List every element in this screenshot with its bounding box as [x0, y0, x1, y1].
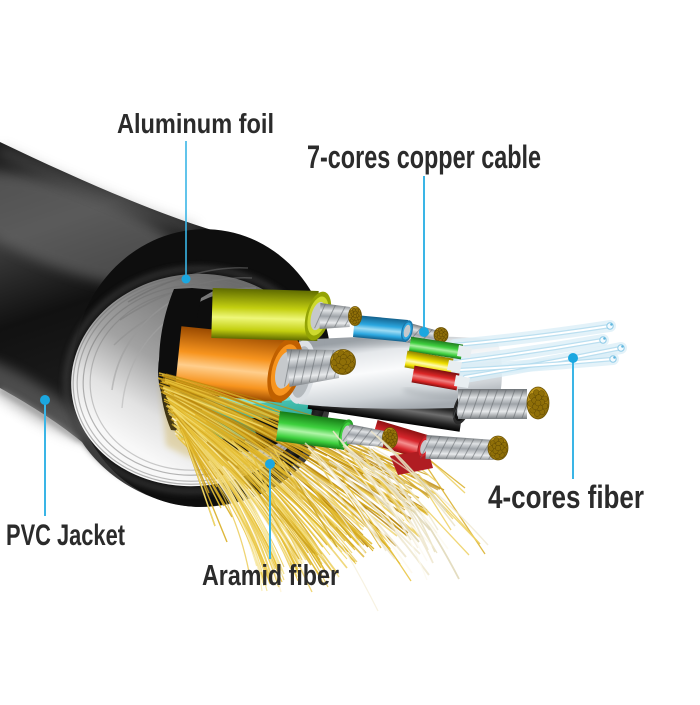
svg-text:Aluminum foil: Aluminum foil: [117, 108, 274, 139]
svg-text:Aramid fiber: Aramid fiber: [202, 560, 339, 592]
svg-text:7-cores copper cable: 7-cores copper cable: [307, 139, 541, 175]
svg-text:4-cores fiber: 4-cores fiber: [488, 479, 644, 515]
svg-text:PVC Jacket: PVC Jacket: [6, 519, 125, 552]
